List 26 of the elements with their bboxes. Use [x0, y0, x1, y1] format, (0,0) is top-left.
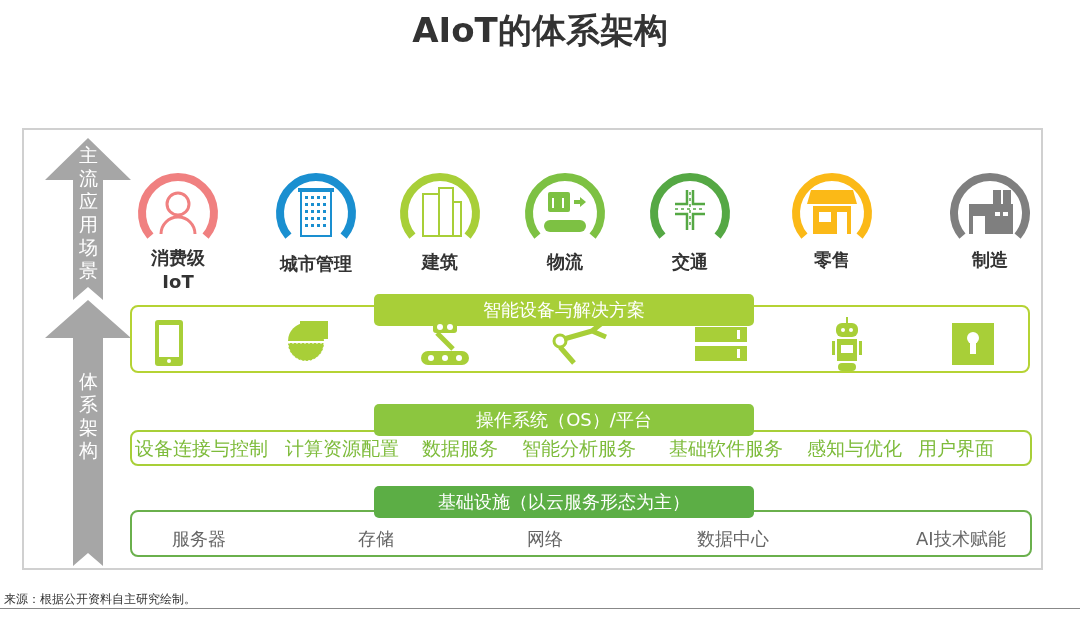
service-item: 数据服务 — [422, 436, 498, 460]
title: AIoT的体系架构 — [411, 9, 669, 52]
scenario-label: 交通 — [671, 250, 709, 274]
layer-heading: 智能设备与解决方案 — [374, 294, 754, 326]
layer-heading: 基础设施（以云服务形态为主） — [374, 486, 754, 518]
arrow-label: 主流应用场景 — [78, 144, 98, 282]
scenario-label: 物流 — [545, 250, 584, 274]
service-item: 用户界面 — [918, 436, 994, 460]
service-item: 智能分析服务 — [522, 436, 636, 460]
infrastructure-item: 存储 — [358, 527, 394, 551]
infrastructure-item: 网络 — [527, 527, 563, 551]
scenario-label: 制造 — [971, 248, 1009, 272]
source-note: 来源：根据公开资料自主研究绘制。 — [4, 591, 196, 607]
service-item: 感知与优化 — [807, 436, 902, 460]
arrow-label: 体系架构 — [78, 370, 98, 462]
infrastructure-item: AI技术赋能 — [916, 527, 1006, 551]
infrastructure-item: 服务器 — [172, 527, 226, 551]
infrastructure-item: 数据中心 — [697, 527, 769, 551]
layer-heading: 操作系统（OS）/平台 — [374, 404, 754, 436]
scenario-label: 城市管理 — [278, 252, 353, 276]
service-item: 基础软件服务 — [669, 436, 783, 460]
service-item: 计算资源配置 — [285, 436, 399, 460]
service-item: 设备连接与控制 — [135, 436, 268, 460]
scenario-label: 消费级 IoT — [150, 246, 206, 294]
scenario-label: 建筑 — [420, 250, 459, 274]
scenario-label: 零售 — [813, 248, 851, 272]
